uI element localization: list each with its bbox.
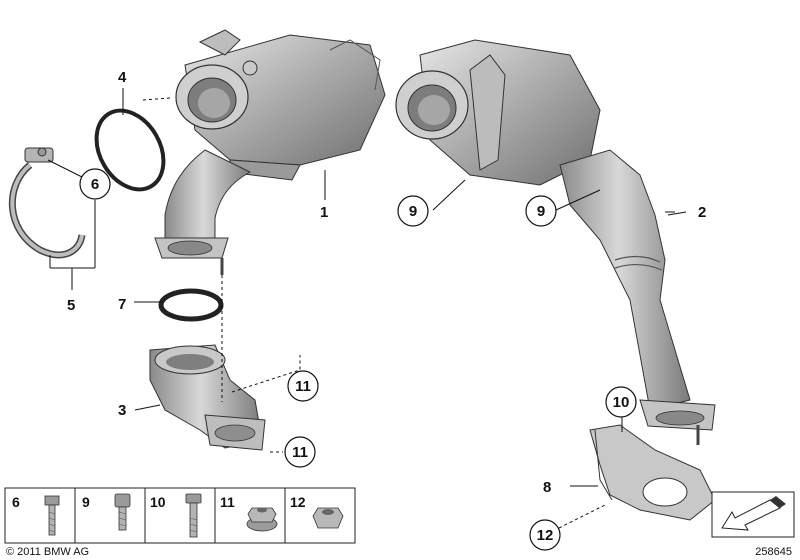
gasket-ring — [94, 108, 166, 192]
callout-11-top: 11 — [287, 370, 319, 402]
socket-bolt-icon — [114, 493, 131, 531]
callout-3: 3 — [118, 402, 126, 419]
view-direction-symbol — [711, 491, 795, 538]
catalytic-converter-left — [154, 29, 386, 259]
callout-10: 10 — [605, 386, 637, 418]
fastener-legend: 6 9 10 11 12 — [4, 487, 356, 544]
catalytic-converter-right — [395, 39, 716, 431]
callout-9-right: 9 — [525, 195, 557, 227]
svg-text:11: 11 — [295, 378, 311, 395]
legend-number-6: 6 — [12, 494, 20, 510]
callout-11-bottom: 11 — [284, 436, 316, 468]
mounting-bracket — [589, 424, 716, 521]
callout-7: 7 — [118, 296, 126, 313]
svg-text:9: 9 — [409, 203, 417, 220]
svg-text:6: 6 — [91, 176, 99, 193]
callout-5: 5 — [67, 297, 75, 314]
callout-1: 1 — [320, 204, 328, 221]
callout-4: 4 — [118, 69, 127, 86]
hex-nut-icon — [312, 507, 344, 529]
svg-text:10: 10 — [613, 394, 630, 411]
callout-8: 8 — [543, 479, 551, 496]
legend-number-9: 9 — [82, 494, 90, 510]
legend-number-12: 12 — [290, 494, 306, 510]
legend-number-11: 11 — [220, 494, 235, 510]
callout-9-left: 9 — [397, 195, 429, 227]
legend-number-10: 10 — [150, 494, 166, 510]
svg-text:11: 11 — [292, 444, 308, 461]
svg-text:12: 12 — [537, 527, 554, 544]
callout-2: 2 — [698, 204, 706, 221]
svg-text:9: 9 — [537, 203, 545, 220]
diagram-id: 258645 — [755, 546, 792, 558]
copyright-text: © 2011 BMW AG — [6, 546, 89, 558]
elbow-pipe — [149, 344, 266, 451]
v-band-clamp — [8, 147, 86, 259]
sealing-ring — [158, 288, 224, 322]
leader-lines — [47, 88, 687, 529]
callout-12: 12 — [529, 519, 561, 551]
long-bolt-icon — [185, 493, 202, 538]
flange-nut-icon — [246, 507, 278, 532]
bolt-icon — [44, 495, 60, 536]
callout-6: 6 — [79, 168, 111, 200]
